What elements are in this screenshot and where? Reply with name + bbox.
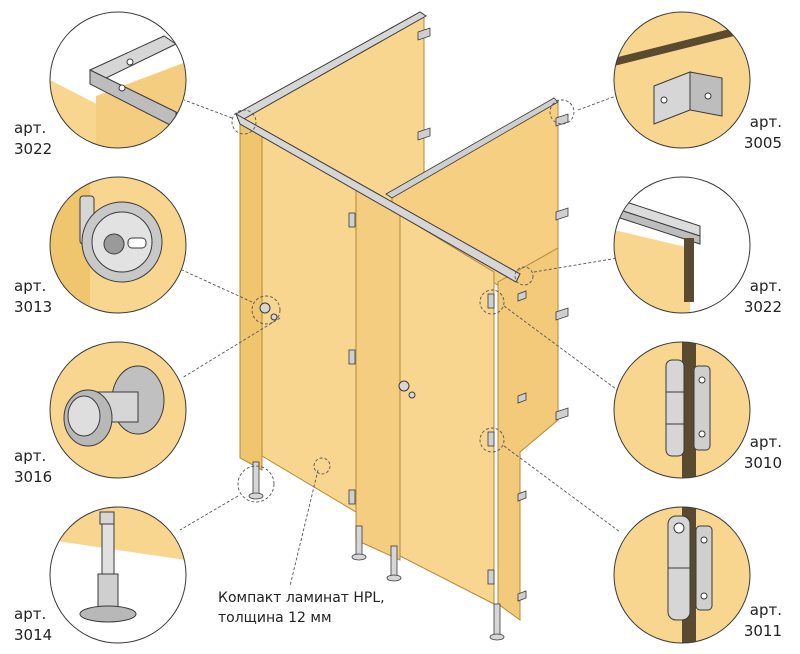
right-door-panel — [399, 214, 495, 605]
label-art-3016: арт.3016 — [14, 447, 53, 486]
detail-marker — [479, 289, 505, 315]
front-left-panel — [239, 119, 263, 471]
wall-brackets — [417, 27, 569, 602]
lock-left — [259, 302, 271, 314]
detail-marker — [231, 109, 257, 135]
lock-left-knob — [270, 313, 278, 321]
detail-marker — [514, 266, 534, 286]
label-art-3005: арт.3005 — [743, 113, 782, 152]
top-rail-front — [235, 112, 521, 283]
top-rail-right — [385, 97, 559, 199]
lock-indicator-icon — [79, 195, 163, 283]
hinge-small — [487, 569, 495, 585]
label-art-3011: арт.3011 — [743, 601, 782, 640]
callout-bracket — [613, 11, 751, 149]
material-note: Компакт ламинат HPL, толщина 12 мм — [218, 590, 385, 626]
leader-lines — [179, 95, 621, 587]
hinge-small — [348, 349, 356, 365]
door-knob-icon — [63, 365, 165, 447]
callout-corner-rail — [49, 11, 187, 149]
label-art-3010: арт.3010 — [743, 433, 782, 472]
callout-knob — [49, 341, 187, 479]
callout-hinge — [613, 341, 751, 479]
hinge-small — [487, 431, 495, 447]
label-art-3022-left: арт.3022 — [14, 119, 53, 158]
side-panel-right — [497, 247, 559, 621]
detail-marker — [479, 427, 505, 453]
middle-divider-panel — [355, 189, 401, 561]
detail-marker — [251, 295, 281, 325]
lock-right — [398, 380, 410, 392]
lock-right-knob — [408, 391, 416, 399]
hinge-small — [348, 212, 356, 228]
detail-marker — [549, 99, 575, 125]
callout-lock — [49, 176, 187, 314]
label-art-3013: арт.3013 — [14, 277, 53, 316]
callout-hinge-spring — [613, 506, 751, 644]
support-leg-icon — [79, 511, 137, 623]
callout-leg — [49, 506, 187, 644]
corner-rail-icon — [89, 35, 186, 129]
support-legs — [248, 461, 505, 641]
label-art-3022-right: арт.3022 — [743, 277, 782, 316]
left-door-panel — [261, 133, 357, 513]
callout-top-rail — [613, 176, 751, 314]
hinge-small — [487, 293, 495, 309]
cubicle-assembly — [231, 11, 575, 641]
hinge-spring-icon — [667, 515, 713, 621]
hinge-small — [348, 489, 356, 505]
wall-bracket-icon — [653, 71, 723, 125]
label-art-3014: арт.3014 — [14, 605, 53, 644]
detail-marker — [313, 457, 331, 475]
detail-marker — [237, 465, 275, 503]
hinge-icon — [665, 359, 711, 457]
